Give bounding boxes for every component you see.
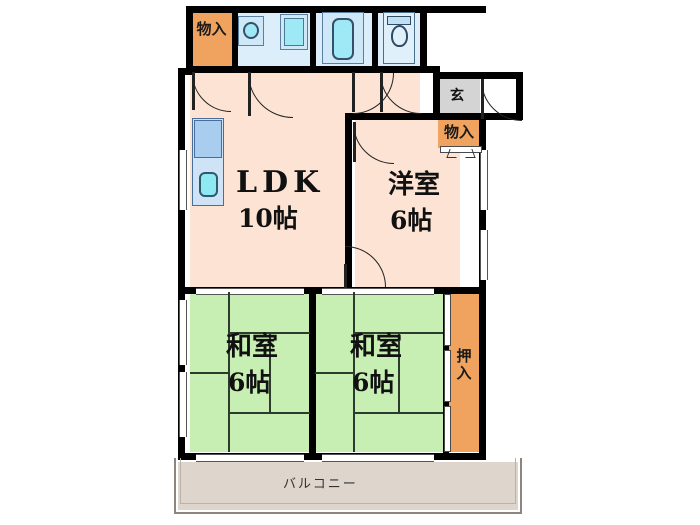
door-corridor[interactable] xyxy=(330,72,394,116)
tatami-line xyxy=(315,372,353,374)
wall-right-lower xyxy=(479,288,486,460)
wall-ldk-topleft xyxy=(178,68,193,75)
oshiire-label: 押 入 xyxy=(452,347,476,383)
yoshitsu-size-label: 6帖 xyxy=(390,206,433,235)
wall-wet-bottom xyxy=(186,66,426,73)
monoire-right-text: 物入 xyxy=(443,123,474,141)
wall-genkan-bottom xyxy=(479,113,523,120)
balcony-fill xyxy=(178,462,518,510)
door-ldk-south[interactable] xyxy=(306,244,386,288)
tatami-line xyxy=(269,332,271,412)
window-south-left xyxy=(196,454,304,462)
wall-left-upper xyxy=(186,6,193,72)
wall-tatami-divider xyxy=(309,287,316,460)
stove xyxy=(194,120,222,158)
wall-genkan-left xyxy=(433,72,440,120)
tatami-line xyxy=(228,292,230,452)
oshiire-door-a[interactable] xyxy=(444,294,451,346)
wall-yoshitsu-top xyxy=(345,113,486,120)
tatami-line xyxy=(190,372,228,374)
monoire-left-text: 物入 xyxy=(196,20,227,38)
wall-genkan-top xyxy=(433,72,523,79)
oshiire-door-b[interactable] xyxy=(444,350,451,402)
window-mid-left xyxy=(196,288,304,295)
genkan-label: 玄 xyxy=(450,88,464,104)
wall-wet-right xyxy=(420,6,427,72)
washitsu-left-label: 和室 xyxy=(226,332,279,362)
monoire-left-fill xyxy=(190,10,232,72)
ldk-size-label: 10帖 xyxy=(238,204,298,233)
window-mid-right xyxy=(322,288,434,295)
toilet-bowl xyxy=(391,25,408,47)
wall-monoire-left-right xyxy=(232,6,238,72)
oshiire-fill xyxy=(448,292,480,452)
balcony-inner-outline xyxy=(180,458,516,504)
wall-washroom-bath xyxy=(310,6,316,66)
ldk-label: LDK xyxy=(236,165,325,200)
toilet-tank xyxy=(387,16,411,25)
tatami-line xyxy=(353,292,355,452)
bathtub xyxy=(332,18,354,60)
window-right-yoshitsu xyxy=(480,150,488,210)
washbasin-bowl xyxy=(243,22,259,39)
oshiire-char-1: 押 xyxy=(456,347,472,365)
monoire-right-label: 物入 xyxy=(440,123,478,141)
tatami-line xyxy=(228,412,310,414)
genkan-fill xyxy=(438,78,480,116)
wall-ldk-right xyxy=(345,120,352,294)
washitsu-right-size-label: 6帖 xyxy=(352,368,395,397)
door-yoshitsu[interactable] xyxy=(353,122,397,166)
washitsu-left-size-label: 6帖 xyxy=(228,368,271,397)
tatami-line xyxy=(353,412,443,414)
wall-wet-right-return xyxy=(420,66,440,73)
monoire-right-fill xyxy=(438,120,480,148)
window-left-ldk xyxy=(179,150,187,210)
washitsu-right-label: 和室 xyxy=(350,332,403,362)
monoire-left-label: 物入 xyxy=(195,20,228,38)
door-monoire-left[interactable] xyxy=(192,72,232,112)
tatami-line xyxy=(398,332,400,412)
oshiire-char-2: 入 xyxy=(456,364,472,383)
monoire-right-door[interactable] xyxy=(440,146,482,153)
wall-corridor-left xyxy=(345,113,352,123)
yoshitsu-label: 洋室 xyxy=(388,170,441,200)
window-left-tatami-b xyxy=(179,372,187,437)
wall-top xyxy=(186,6,486,13)
window-left-tatami-a xyxy=(179,300,187,365)
washbasin-counter xyxy=(238,16,264,46)
balcony-outline xyxy=(174,458,522,514)
washer-inner xyxy=(284,18,304,46)
door-entrance[interactable] xyxy=(481,79,525,123)
kitchen-sink xyxy=(199,172,218,197)
balcony-label: バルコニー xyxy=(283,477,358,492)
wall-bath-toilet xyxy=(372,6,378,72)
door-washroom[interactable] xyxy=(248,72,296,120)
oshiire-door-c[interactable] xyxy=(444,406,451,452)
door-toilet[interactable] xyxy=(380,72,424,116)
window-right-yoshitsu-b xyxy=(480,230,488,280)
window-south-right xyxy=(322,454,434,462)
